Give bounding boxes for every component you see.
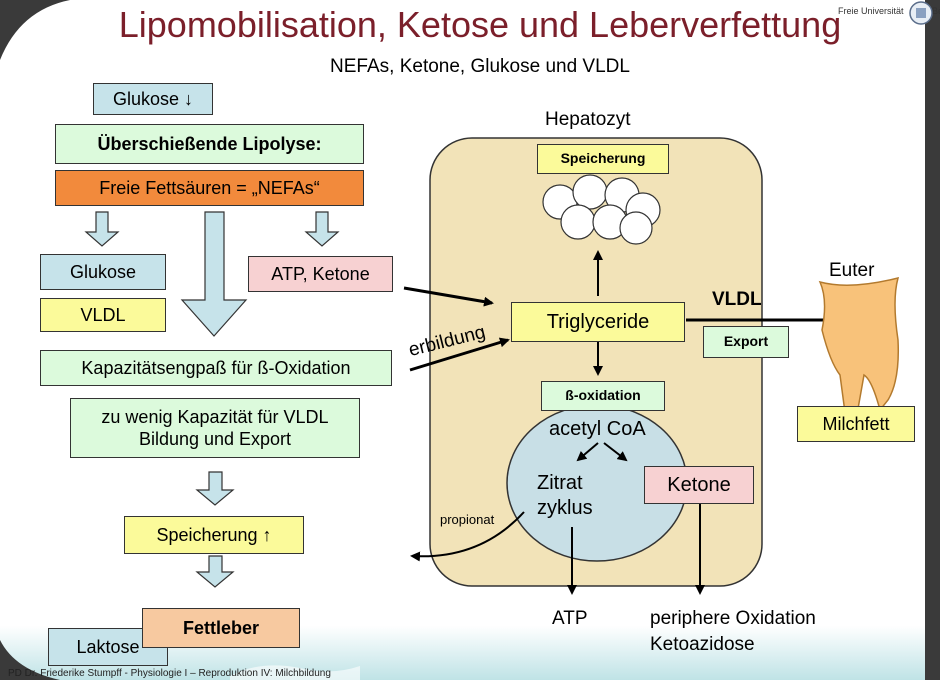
atp-ketone-box: ATP, Ketone bbox=[248, 256, 393, 292]
export-box: Export bbox=[703, 326, 789, 358]
seal-icon bbox=[909, 1, 933, 25]
udder-shape bbox=[818, 276, 900, 421]
speicherung-left-box: Speicherung ↑ bbox=[124, 516, 304, 554]
zu-wenig-box: zu wenig Kapazität für VLDL Bildung und … bbox=[70, 398, 360, 458]
euter-label: Euter bbox=[829, 260, 875, 281]
glukose-down-box: Glukose ↓ bbox=[93, 83, 213, 115]
vldl-liver-label: VLDL bbox=[712, 289, 762, 310]
frame-right bbox=[925, 0, 940, 680]
vldl-box: VLDL bbox=[40, 298, 166, 332]
lipolyse-box: Überschießende Lipolyse: bbox=[55, 124, 364, 164]
page-subtitle: NEFAs, Ketone, Glukose und VLDL bbox=[330, 56, 630, 77]
triglyceride-box: Triglyceride bbox=[511, 302, 685, 342]
ketone-liver-box: Ketone bbox=[644, 466, 754, 504]
university-logo: Freie Universität Be bbox=[838, 0, 940, 25]
fettleber-box: Fettleber bbox=[142, 608, 300, 648]
logo-suffix: Be bbox=[932, 6, 940, 16]
propionat-label: propionat bbox=[440, 512, 495, 527]
lipid-droplets bbox=[542, 174, 661, 245]
fettbildung-partial-label: erbildung bbox=[406, 321, 488, 362]
ketoazidose-label: Ketoazidose bbox=[650, 634, 755, 655]
milchfett-box: Milchfett bbox=[797, 406, 915, 442]
acetyl-coa-label: acetyl CoA bbox=[549, 418, 646, 440]
hepatozyt-label: Hepatozyt bbox=[545, 109, 631, 130]
kapazitaet-box: Kapazitätsengpaß für ß-Oxidation bbox=[40, 350, 392, 386]
speicherung-liver-box: Speicherung bbox=[537, 144, 669, 174]
atp-label: ATP bbox=[552, 608, 588, 629]
zitrat-label: Zitrat bbox=[537, 472, 583, 494]
page-title: Lipomobilisation, Ketose und Leberverfet… bbox=[118, 4, 842, 45]
footer-text: PD Dr. Friederike Stumpff - Physiologie … bbox=[8, 668, 331, 679]
nefas-box: Freie Fettsäuren = „NEFAs“ bbox=[55, 170, 364, 206]
zyklus-label: zyklus bbox=[537, 497, 593, 519]
beta-oxidation-box: ß-oxidation bbox=[541, 381, 665, 411]
logo-text: Freie Universität bbox=[838, 6, 904, 16]
glukose-box: Glukose bbox=[40, 254, 166, 290]
periphere-label: periphere Oxidation bbox=[650, 608, 816, 629]
